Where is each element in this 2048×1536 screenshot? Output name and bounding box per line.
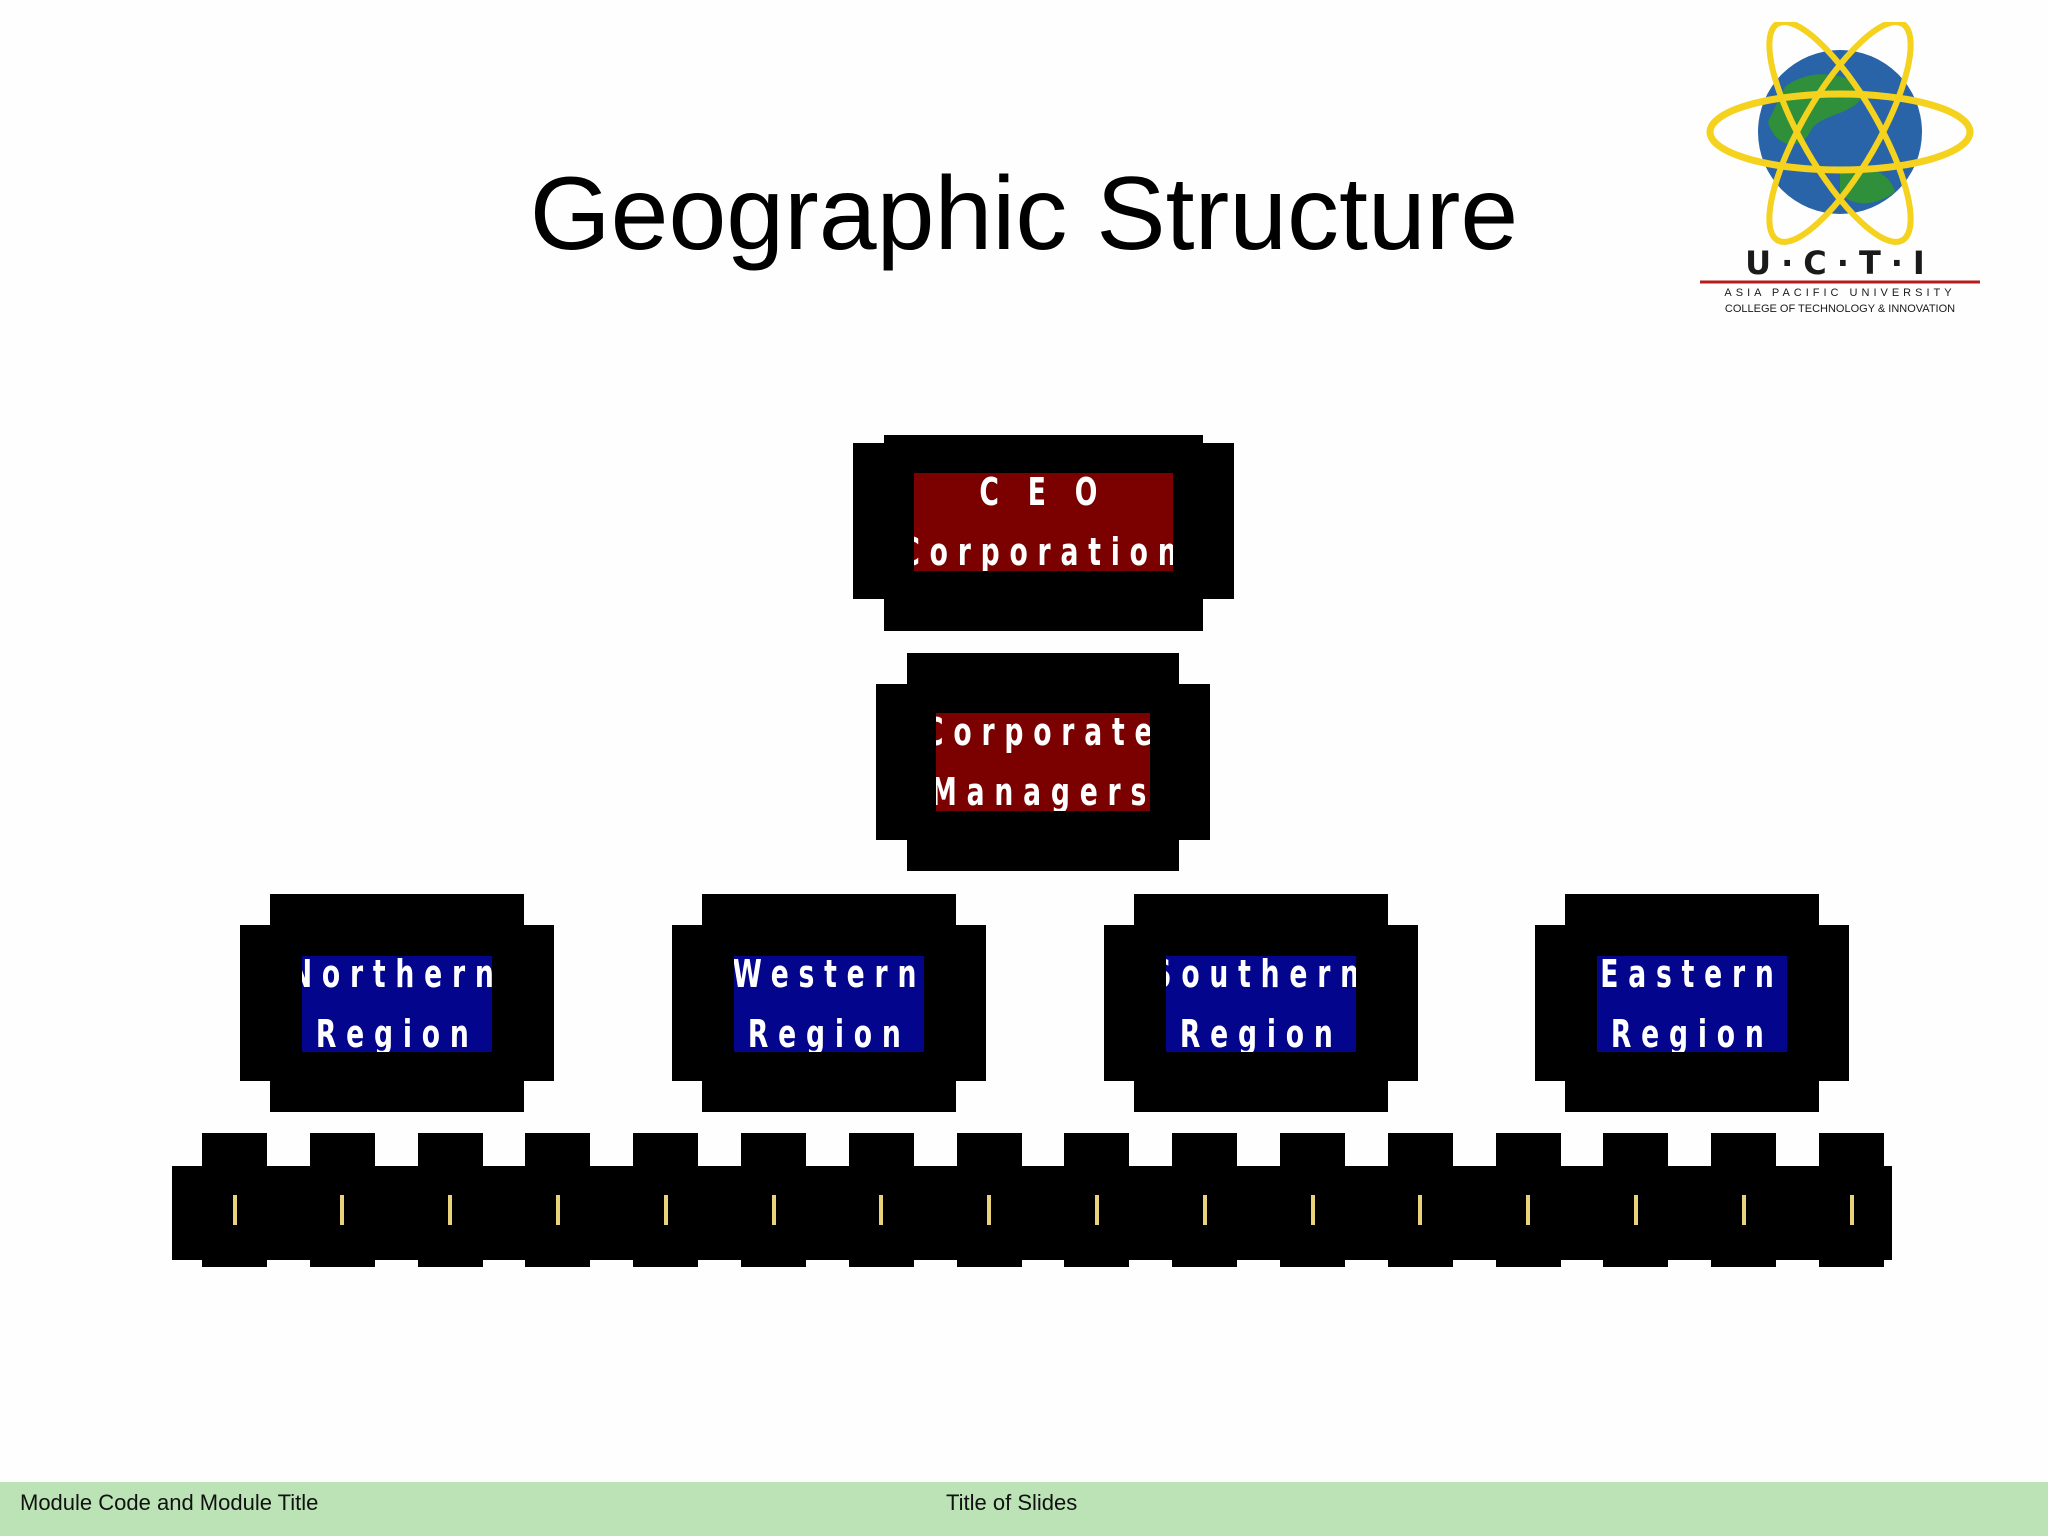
logo-name: U·C·T·I — [1745, 244, 1935, 282]
unit-mark — [555, 1195, 560, 1225]
ceo-node: C E O Corporation — [853, 435, 1234, 631]
ucti-logo: U·C·T·I ASIA PACIFIC UNIVERSITY COLLEGE … — [1700, 22, 1980, 315]
region-label: Eastern Region — [1597, 956, 1787, 1052]
footer-bar: Module Code and Module Title Title of Sl… — [0, 1482, 2048, 1536]
footer-module-title: Module Code and Module Title — [20, 1490, 319, 1515]
region-label: Southern Region — [1166, 956, 1356, 1052]
unit-mark — [1526, 1195, 1531, 1225]
footer-slides-title: Title of Slides — [946, 1490, 1078, 1515]
unit-mark — [1418, 1195, 1423, 1225]
region-node-eastern: Eastern Region — [1535, 894, 1849, 1112]
region-node-southern: Southern Region — [1104, 894, 1418, 1112]
unit-mark — [1310, 1195, 1315, 1225]
unit-mark — [1633, 1195, 1638, 1225]
ceo-label: C E O Corporation — [914, 473, 1173, 571]
unit-mark — [987, 1195, 992, 1225]
region-node-western: Western Region — [672, 894, 986, 1112]
unit-mark — [771, 1195, 776, 1225]
region-label: Western Region — [734, 956, 924, 1052]
unit-mark — [663, 1195, 668, 1225]
logo-line2: COLLEGE OF TECHNOLOGY & INNOVATION — [1725, 303, 1955, 315]
logo-line1: ASIA PACIFIC UNIVERSITY — [1724, 287, 1955, 299]
unit-mark — [448, 1195, 453, 1225]
unit-mark — [1741, 1195, 1746, 1225]
page-title: Geographic Structure — [529, 156, 1519, 272]
unit-mark — [1094, 1195, 1099, 1225]
region-label: Northern Region — [302, 956, 492, 1052]
unit-mark — [340, 1195, 345, 1225]
corporate-managers-label: Corporate Managers — [936, 713, 1150, 811]
unit-mark — [1202, 1195, 1207, 1225]
unit-strip — [172, 1133, 1892, 1267]
region-node-northern: Northern Region — [240, 894, 554, 1112]
unit-mark — [232, 1195, 237, 1225]
globe-with-orbits-icon — [1706, 22, 1974, 245]
unit-mark — [1849, 1195, 1854, 1225]
corporate-managers-node: Corporate Managers — [876, 653, 1210, 871]
unit-mark — [879, 1195, 884, 1225]
